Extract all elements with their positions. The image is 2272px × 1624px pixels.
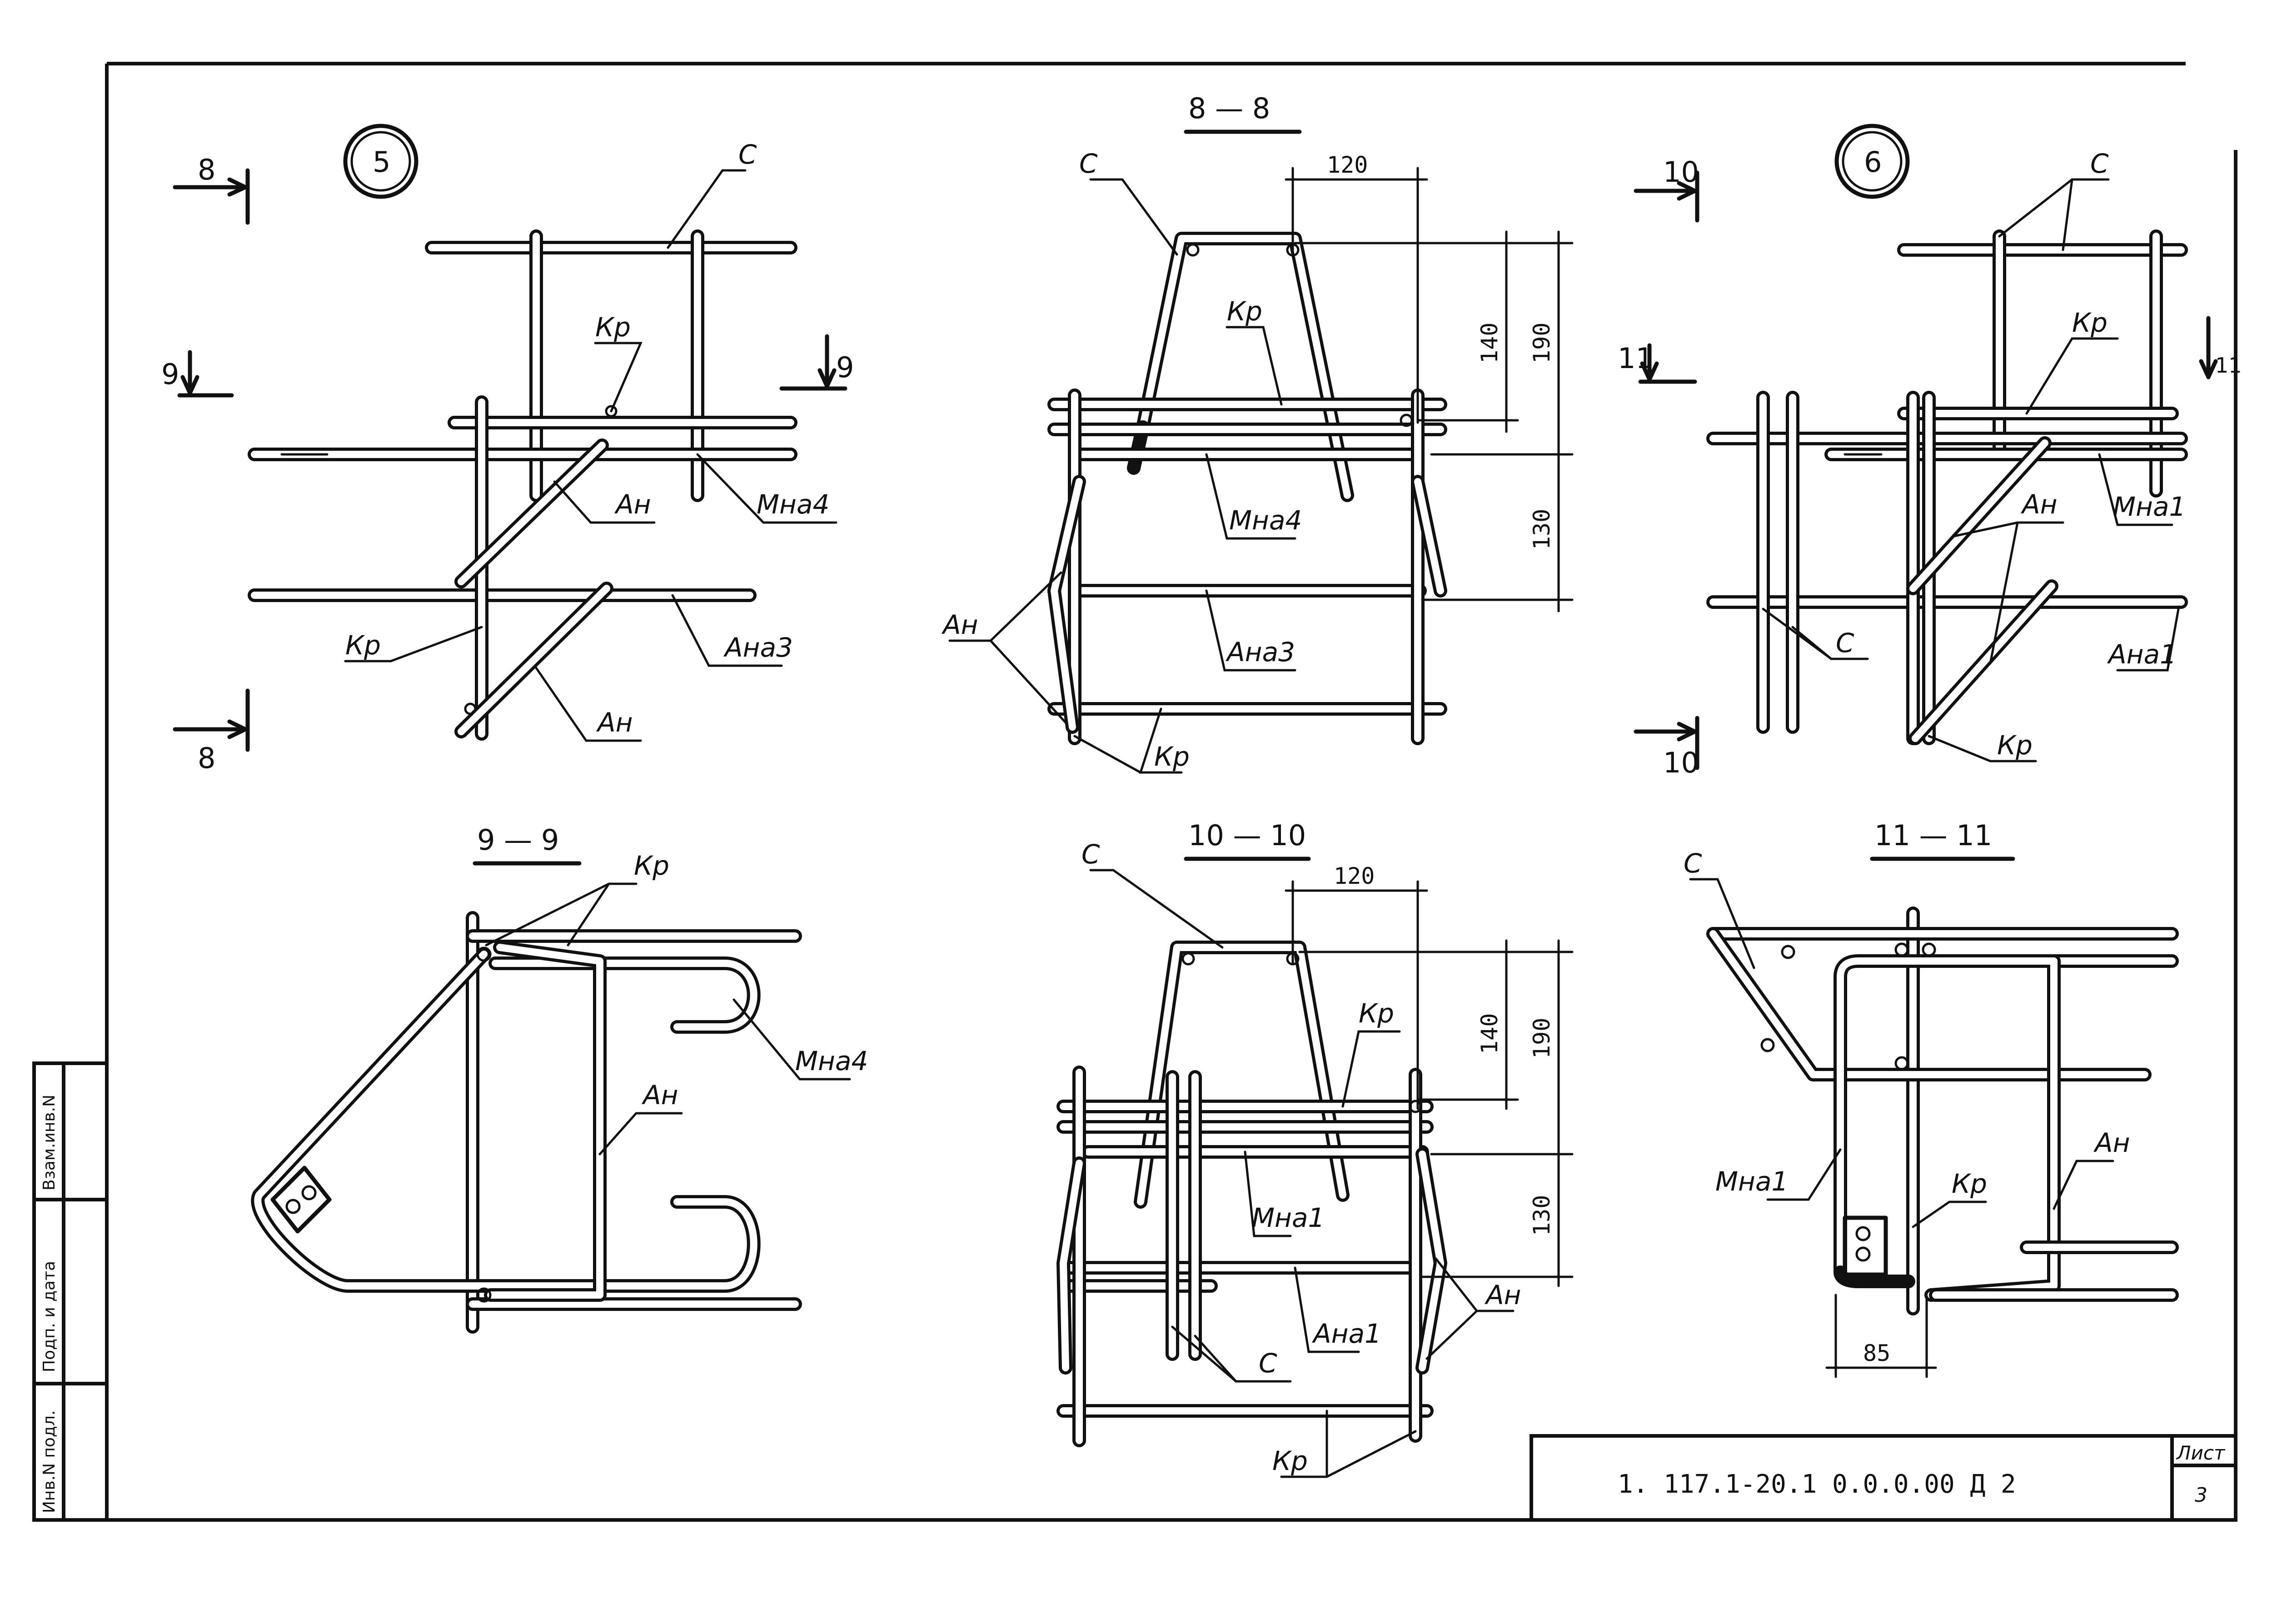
node-5-circle	[343, 124, 419, 199]
side-stamp-cell-2: Подп. и дата	[40, 1261, 59, 1372]
section-10-label-c: С	[1081, 839, 1100, 870]
node-6-number: 6	[1864, 145, 1882, 179]
section-10-dimensions: 120 140 190 130	[1285, 863, 1574, 1287]
node-5-labels: С Кр Ан Мна4 Кр Ана3 Ан	[344, 139, 837, 742]
section-8-label-c: С	[1079, 148, 1098, 179]
section-8-dim-140: 140	[1476, 323, 1503, 364]
node-5-label-kr-2: Кр	[345, 630, 381, 661]
section-10-dim-140: 140	[1476, 1013, 1503, 1054]
side-stamp: Инв.N подл. Подп. и дата Взам.инв.N	[32, 1061, 109, 1522]
node-6-circle	[1834, 124, 1910, 199]
sheet-label: Лист	[2176, 1442, 2226, 1464]
section-10-label-an: Ан	[1484, 1280, 1521, 1310]
section-8-dim-190: 190	[1529, 323, 1555, 364]
node-6-label-kr-2: Кр	[1997, 730, 2033, 761]
sheet-number: 3	[2195, 1484, 2207, 1507]
section-10-label-kr-2: Кр	[1272, 1445, 1308, 1476]
node-5-label-ana3: Ана3	[723, 632, 793, 663]
section-9-title: 9 — 9	[477, 823, 559, 857]
section-10-label-c-2: С	[1259, 1348, 1277, 1379]
section-11-label-kr: Кр	[1952, 1168, 1987, 1199]
section-8-labels: С Кр Мна4 Ана3 Ан Кр	[941, 148, 1302, 774]
section-8-dimensions: 120 140 190 130	[1285, 152, 1574, 613]
section-10-label-ana1: Ана1	[1311, 1318, 1381, 1349]
section-8-label-an: Ан	[941, 609, 978, 640]
section-10-label-kr: Кр	[1359, 998, 1394, 1029]
cut-mark-9-left: 9	[161, 358, 179, 391]
section-9-label-an: Ан	[641, 1080, 678, 1111]
cut-mark-8-bottom: 8	[198, 742, 215, 775]
cut-mark-9-right: 9	[836, 351, 854, 384]
cut-mark-11-left: 11	[1618, 342, 1654, 375]
node-5-number: 5	[373, 145, 390, 179]
node-6-label-c-2: С	[1836, 628, 1854, 658]
node-6-label-an: Ан	[2020, 489, 2058, 520]
node-5-label-mna4: Мна4	[757, 489, 829, 520]
node-6-plan: 6 10 10 11 11	[1618, 124, 2242, 779]
cut-mark-10-top: 10	[1663, 155, 1699, 189]
cut-mark-11-right: 11	[2215, 353, 2242, 378]
section-9-9: 9 — 9 Кр Ан Мна4	[251, 823, 868, 1334]
section-8-dim-130: 130	[1529, 509, 1555, 550]
side-stamp-cell-1: Инв.N подл.	[40, 1410, 59, 1513]
section-11-dimensions: 85	[1825, 1294, 1937, 1378]
node-5-label-c: С	[738, 139, 757, 170]
node-6-labels: С Кр Ан Мна1 С Ана1 Кр	[1762, 148, 2186, 762]
section-10-labels: С Кр Мна1 Ана1 С Ан Кр	[1081, 839, 1521, 1478]
section-10-dim-130: 130	[1529, 1195, 1555, 1236]
section-9-label-kr: Кр	[634, 850, 669, 881]
node-5-label-an-1: Ан	[614, 489, 651, 520]
node-5-label-an-2: Ан	[596, 707, 633, 738]
section-8-8: 8 — 8 120	[941, 92, 1574, 774]
node-5-plan: 5 8 8 9 9	[161, 124, 854, 775]
section-10-label-mna1: Мна1	[1252, 1202, 1325, 1233]
section-8-dim-120: 120	[1327, 152, 1368, 178]
cut-mark-8-top: 8	[198, 153, 215, 186]
section-11-title: 11 — 11	[1874, 819, 1992, 852]
section-11-bars	[1706, 907, 2179, 1315]
title-block: 1. 117.1-20.1 0.0.0.00 Д 2 Лист 3	[1530, 1434, 2237, 1522]
node-6-label-c: С	[2090, 148, 2109, 179]
cut-mark-10-bottom: 10	[1663, 746, 1699, 779]
node-5-bars	[248, 229, 797, 741]
side-stamp-cell-3: Взам.инв.N	[40, 1095, 59, 1191]
section-8-title: 8 — 8	[1188, 92, 1270, 125]
section-11-label-mna1: Мна1	[1715, 1166, 1788, 1197]
node-6-label-kr: Кр	[2072, 307, 2108, 338]
section-11-labels: С Мна1 Кр Ан	[1684, 848, 2130, 1228]
node-6-bars	[1706, 229, 2188, 745]
section-8-label-mna4: Мна4	[1229, 505, 1302, 536]
section-9-label-mna4: Мна4	[795, 1046, 868, 1076]
section-9-labels: Кр Ан Мна4	[485, 850, 868, 1156]
node-5-label-kr: Кр	[595, 312, 631, 343]
section-11-label-c: С	[1684, 848, 1702, 879]
section-11-dim-85: 85	[1863, 1340, 1890, 1366]
section-10-title: 10 — 10	[1188, 819, 1306, 852]
section-8-bars	[1047, 232, 1447, 745]
section-8-label-kr: Кр	[1227, 296, 1262, 327]
section-10-dim-120: 120	[1334, 863, 1375, 889]
section-10-10: 10 — 10 120	[1056, 819, 1574, 1478]
section-8-label-kr-2: Кр	[1154, 741, 1190, 772]
section-9-bars	[251, 911, 802, 1334]
section-11-11: 11 — 11 85	[1684, 819, 2179, 1378]
node-6-label-ana1: Ана1	[2107, 639, 2177, 670]
section-10-dim-190: 190	[1529, 1018, 1555, 1059]
section-11-label-an: Ан	[2093, 1127, 2130, 1158]
drawing-code: 1. 117.1-20.1 0.0.0.00 Д 2	[1618, 1470, 2016, 1499]
node-6-label-mna1: Мна1	[2113, 491, 2186, 522]
section-8-label-ana3: Ана3	[1225, 637, 1295, 668]
